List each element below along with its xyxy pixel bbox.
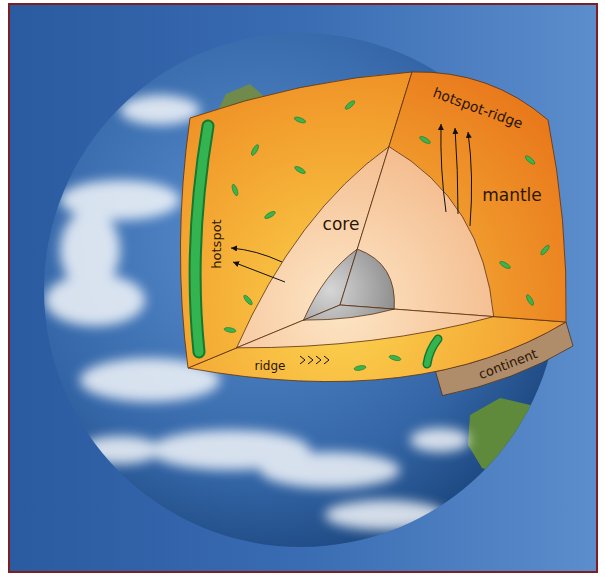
inner-core-face <box>340 249 394 309</box>
inner-core-face <box>304 305 395 320</box>
core-face <box>237 305 494 348</box>
land-mass <box>468 398 548 478</box>
core-face <box>340 147 494 317</box>
slab-fragments <box>224 99 551 371</box>
cutaway-faces <box>180 72 566 382</box>
feature-label: hotspot <box>210 219 223 268</box>
flow-arrows <box>231 124 472 364</box>
mantle-face <box>340 72 566 322</box>
globe-ocean <box>44 33 558 547</box>
subducting-slab <box>427 339 438 364</box>
land-mass <box>540 462 560 492</box>
subducting-slab <box>195 126 208 352</box>
frame-background <box>9 4 597 572</box>
region-label: mantle <box>482 187 542 204</box>
subducting-slab <box>195 126 208 352</box>
feature-label: ridge <box>255 360 286 372</box>
subducting-slab <box>427 339 438 364</box>
region-label: core <box>323 216 360 233</box>
